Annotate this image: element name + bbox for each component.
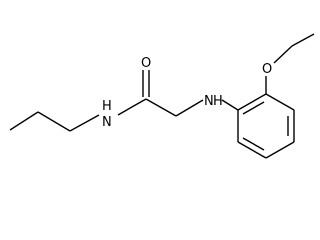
- ring-bond-1: [237, 93, 267, 111]
- bond-nh-carbonyl: [117, 98, 147, 116]
- ring-double-inner-1: [242, 101, 265, 115]
- bond-nh-ring: [221, 99, 239, 111]
- bond-oxygen-ethyl: [273, 45, 293, 64]
- ether-oxygen-label: O: [262, 62, 272, 77]
- amide-nitrogen-label: N: [102, 115, 112, 130]
- ring-bond-4: [265, 141, 295, 159]
- amine-hydrogen-label: H: [213, 94, 223, 109]
- ring-bond-2: [265, 93, 295, 111]
- bond-ch2-nh: [175, 99, 204, 117]
- molecule-diagram: O H N N H O: [9, 33, 315, 159]
- bond-propyl-3: [69, 114, 100, 132]
- carbonyl-oxygen-label: O: [141, 56, 151, 71]
- structure-canvas: O H N N H O: [9, 33, 315, 159]
- bond-carbonyl-ch2: [145, 98, 177, 117]
- amine-nitrogen-label: N: [204, 94, 214, 109]
- bond-ethyl: [291, 33, 315, 47]
- bond-propyl-2: [37, 111, 71, 132]
- ring-bond-5: [237, 141, 267, 159]
- amide-hydrogen-label: H: [102, 99, 112, 114]
- ring-double-inner-3: [242, 137, 265, 151]
- bond-propyl-1: [9, 111, 39, 131]
